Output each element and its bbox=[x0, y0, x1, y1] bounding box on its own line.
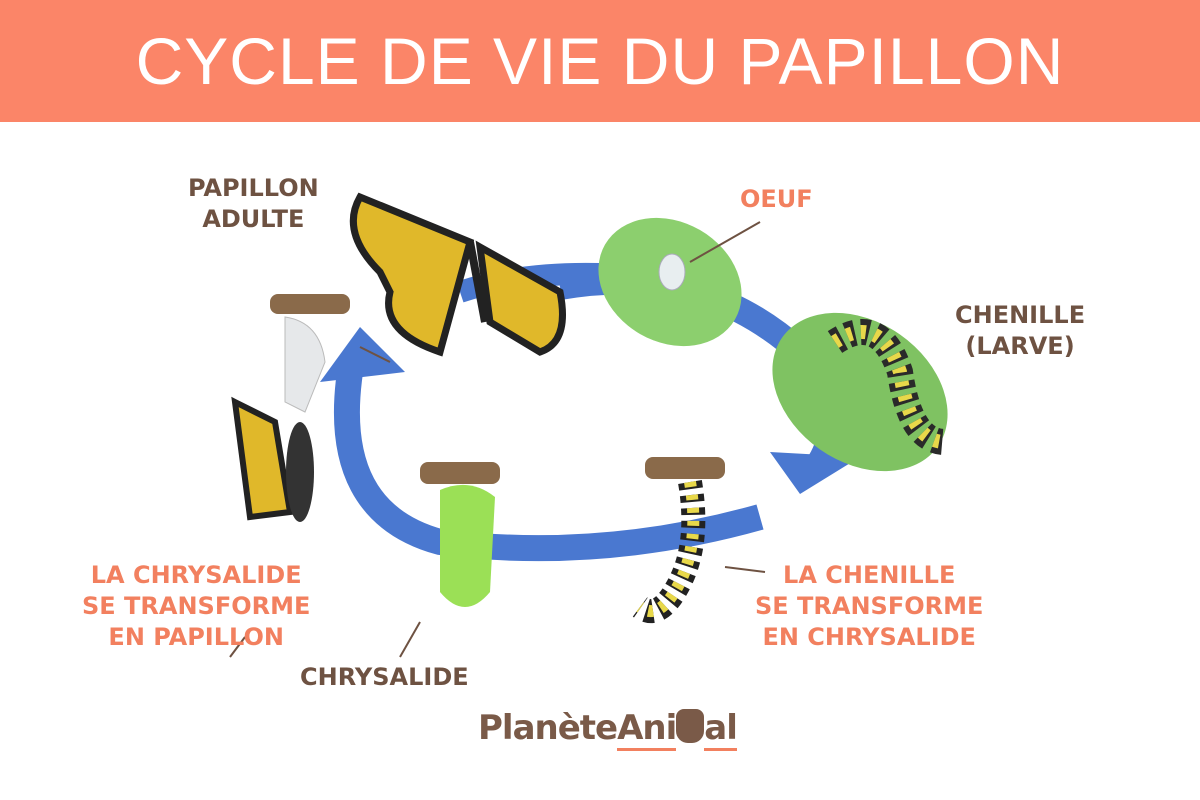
hanging-caterpillar bbox=[632, 457, 766, 623]
cat-icon bbox=[676, 709, 705, 743]
logo-text-3: al bbox=[704, 708, 738, 751]
logo-text-2: Ani bbox=[617, 708, 677, 751]
caterpillar-leaf bbox=[772, 312, 948, 472]
arrowhead-icon bbox=[320, 327, 405, 382]
chrysalis-icon bbox=[440, 484, 495, 607]
emerging-butterfly bbox=[229, 294, 350, 658]
chrysalis bbox=[399, 462, 500, 658]
label-caterpillar-to-chrysalis: LA CHENILLE SE TRANSFORME EN CHRYSALIDE bbox=[755, 561, 984, 651]
egg-leaf bbox=[598, 217, 761, 347]
label-egg: OEUF bbox=[740, 185, 813, 213]
label-chrysalis-to-butterfly: LA CHRYSALIDE SE TRANSFORME EN PAPILLON bbox=[82, 561, 311, 651]
label-chrysalis: CHRYSALIDE bbox=[300, 663, 469, 691]
title-banner: CYCLE DE VIE DU PAPILLON bbox=[0, 0, 1200, 122]
life-cycle-illustration bbox=[229, 192, 948, 658]
egg-icon bbox=[658, 253, 686, 291]
adult-butterfly bbox=[349, 192, 566, 363]
page-title: CYCLE DE VIE DU PAPILLON bbox=[135, 24, 1065, 98]
arrowhead-icon bbox=[770, 452, 860, 494]
label-caterpillar: CHENILLE (LARVE) bbox=[955, 301, 1086, 360]
label-adult-butterfly: PAPILLON ADULTE bbox=[188, 174, 319, 233]
logo-text-1: Planète bbox=[478, 708, 618, 748]
